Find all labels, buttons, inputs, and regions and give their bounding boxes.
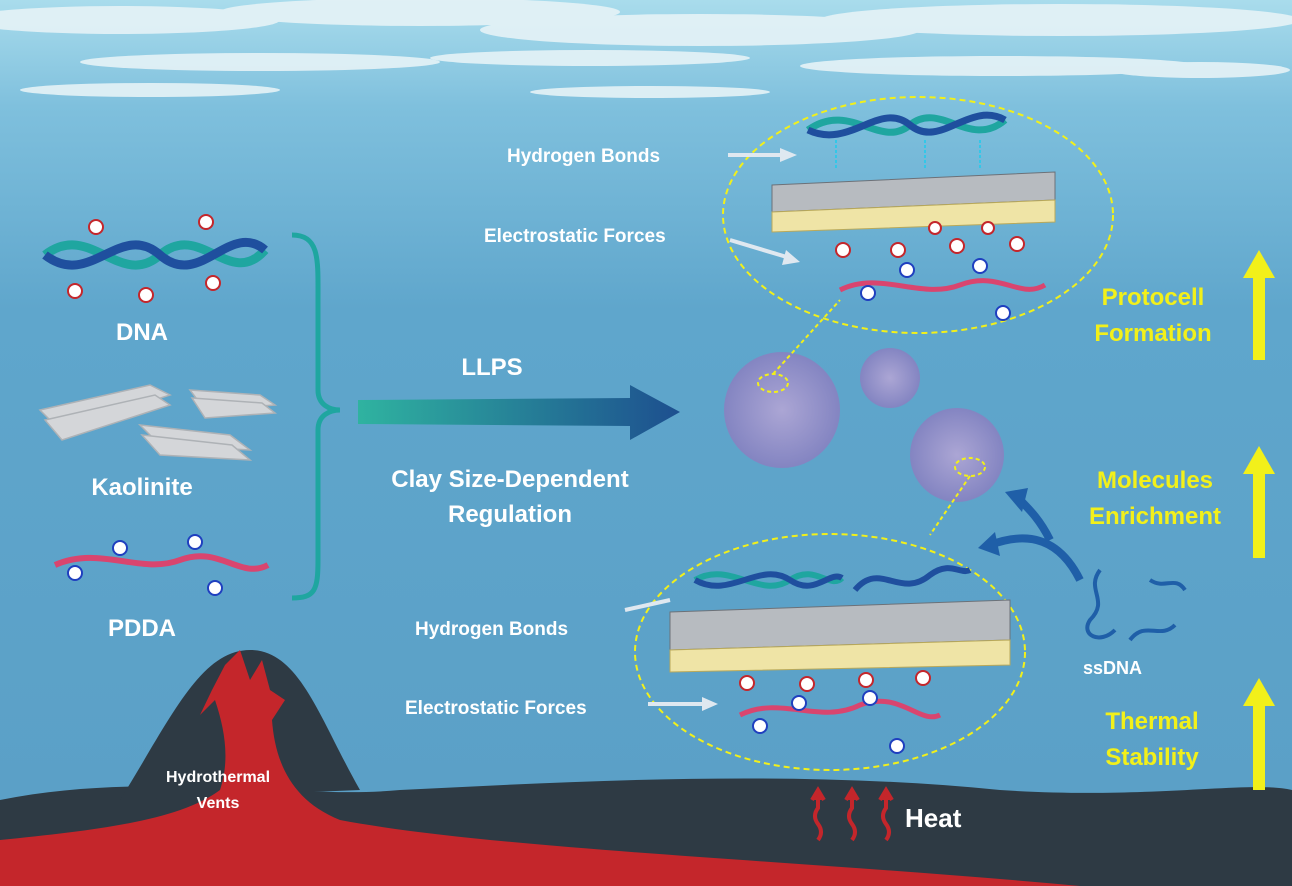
top-inset-negative-charges bbox=[835, 221, 1025, 258]
clouds bbox=[0, 0, 1292, 98]
regulation-label-line1: Clay Size-Dependent bbox=[391, 466, 628, 493]
llps-arrow bbox=[358, 385, 680, 440]
top-electrostatic-forces-label: Electrostatic Forces bbox=[484, 226, 666, 247]
dna-helix-icon bbox=[42, 214, 269, 303]
top-hydrogen-bonds-label: Hydrogen Bonds bbox=[507, 146, 660, 167]
bottom-inset-negative-charges bbox=[739, 670, 931, 692]
protocell-formation-line1: Protocell bbox=[1102, 284, 1205, 311]
vent-label-line1: Hydrothermal bbox=[166, 769, 270, 786]
bottom-hydrogen-bonds-label: Hydrogen Bonds bbox=[415, 619, 568, 640]
thermal-stability-line2: Stability bbox=[1105, 744, 1199, 771]
molecules-enrichment-line2: Enrichment bbox=[1089, 503, 1221, 530]
kaolinite-sheets-icon bbox=[38, 384, 278, 461]
molecules-enrichment-line1: Molecules bbox=[1097, 467, 1213, 494]
heat-label: Heat bbox=[905, 803, 962, 833]
vent-label-line2: Vents bbox=[197, 795, 240, 812]
pdda-label: PDDA bbox=[108, 615, 176, 642]
heat-arrows bbox=[810, 786, 894, 842]
bottom-inset-ellipse bbox=[634, 533, 1026, 771]
bottom-electrostatic-forces-label: Electrostatic Forces bbox=[405, 698, 587, 719]
top-electrostatic-arrow bbox=[729, 238, 791, 260]
pdda-chain-icon bbox=[53, 534, 270, 596]
ssdna-strands-icon bbox=[1085, 568, 1187, 642]
top-inset-dna-icon bbox=[805, 111, 1008, 168]
protocell-formation-line2: Formation bbox=[1094, 320, 1211, 347]
regulation-label-line2: Regulation bbox=[448, 501, 572, 528]
thermal-stability-line1: Thermal bbox=[1105, 708, 1198, 735]
protocell-droplets bbox=[724, 299, 1004, 536]
bottom-inset-pdda-icon bbox=[738, 690, 942, 754]
lava bbox=[0, 650, 1080, 886]
llps-label: LLPS bbox=[461, 354, 522, 381]
bottom-inset-dna-icon bbox=[693, 565, 972, 593]
increase-arrows bbox=[1243, 250, 1275, 790]
dna-label: DNA bbox=[116, 319, 168, 346]
bottom-hydrogen-bonds-arrow bbox=[624, 598, 671, 612]
ssdna-label: ssDNA bbox=[1083, 658, 1142, 678]
top-inset-ellipse bbox=[722, 96, 1114, 334]
grouping-brace bbox=[291, 232, 341, 601]
kaolinite-label: Kaolinite bbox=[91, 474, 192, 501]
top-inset-pdda-icon bbox=[838, 258, 1047, 321]
bottom-inset-clay-layer-icon bbox=[669, 599, 1011, 673]
top-inset-clay-layer-icon bbox=[771, 171, 1056, 233]
